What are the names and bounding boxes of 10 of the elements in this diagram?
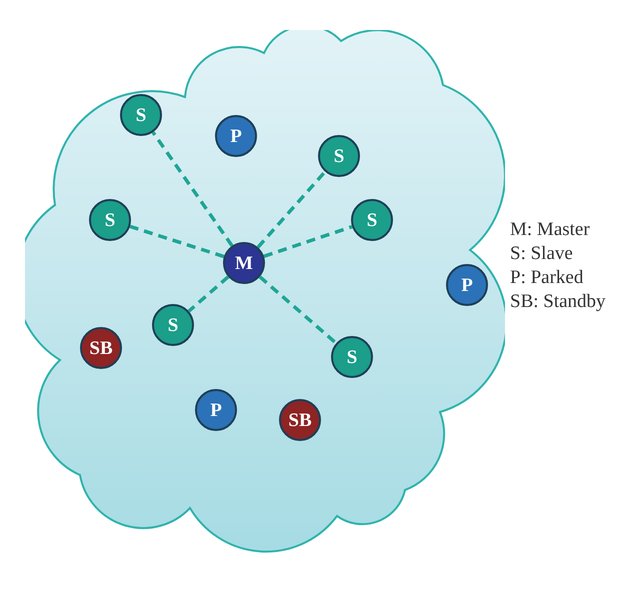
dashed-link [129, 224, 225, 258]
dashed-link [152, 131, 234, 247]
dashed-link [256, 170, 326, 248]
legend-text: SB: Standby [510, 290, 606, 314]
dashed-link [188, 276, 230, 312]
legend-text: P: Parked [510, 266, 584, 290]
dashed-link [263, 225, 353, 258]
dashed-link [258, 275, 338, 345]
legend-text: S: Slave [510, 242, 574, 266]
legend-text: M: Master [510, 218, 591, 242]
